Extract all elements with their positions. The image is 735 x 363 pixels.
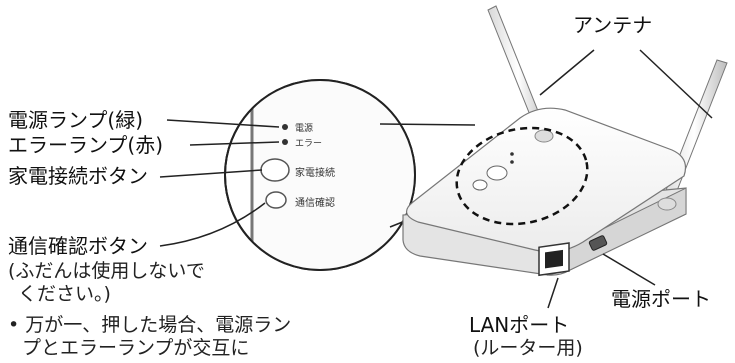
power-port-socket (588, 235, 608, 251)
zoom-connector-top (379, 123, 476, 126)
label-lan-port: LANポート (469, 313, 570, 337)
zoom-appliance-connect-button (260, 158, 290, 182)
zoom-error-text: エラー (295, 139, 323, 149)
comm-check-note-4: プとエラーランプが交互に (22, 337, 250, 359)
zoom-appliance-connect-text: 家電接続 (295, 168, 335, 179)
device (402, 5, 728, 277)
zoom-error-led (282, 139, 288, 145)
leader-lines (159, 49, 713, 309)
comm-check-note-1: (ふだんは使用しないで (8, 260, 205, 282)
comm-check-note-3: • 万が一、押した場合、電源ラン (8, 314, 292, 336)
label-error-lamp: エラーランプ(赤) (8, 133, 164, 157)
zoom-comm-check-text: 通信確認 (295, 198, 335, 209)
comm-check-note-2: ください。) (18, 283, 111, 305)
zoom-circle (224, 79, 416, 271)
zoom-power-led (282, 124, 288, 130)
label-appliance-connect-button: 家電接続ボタン (8, 164, 148, 188)
zoom-comm-check-button (265, 191, 287, 209)
label-comm-check-button: 通信確認ボタン (8, 234, 148, 258)
label-power-lamp: 電源ランプ(緑) (8, 108, 144, 132)
highlight-ellipse (455, 126, 589, 226)
label-lan-port-note: (ルーター用) (473, 337, 583, 359)
label-antenna: アンテナ (573, 13, 653, 37)
label-power-port: 電源ポート (611, 287, 711, 311)
zoom-power-text: 電源 (295, 124, 314, 134)
